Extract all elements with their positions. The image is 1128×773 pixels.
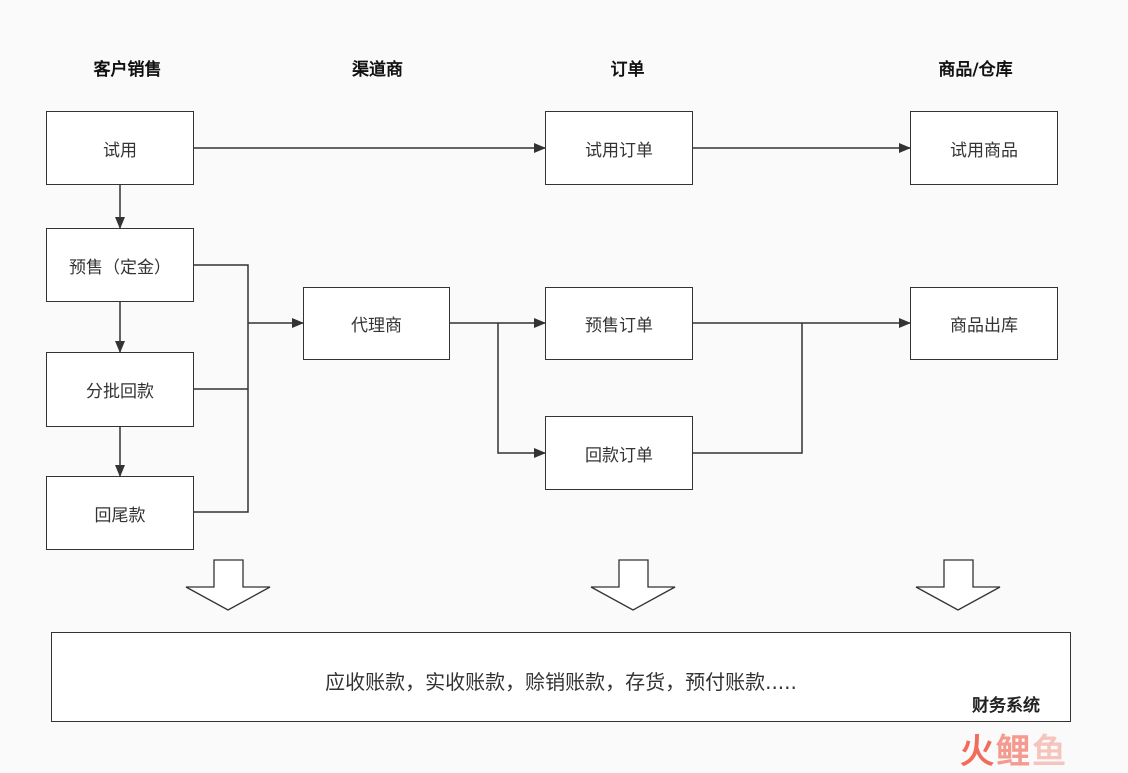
arrow-agent-to-payment-order (497, 323, 546, 458)
finance-system-label: 财务系统 (972, 696, 1040, 716)
box-trial: 试用 (46, 111, 194, 185)
column-header-customer-sales: 客户销售 (93, 60, 162, 80)
box-presale-order: 预售订单 (545, 287, 693, 360)
down-arrow-middle (590, 559, 676, 611)
column-header-channel: 渠道商 (352, 60, 403, 80)
down-arrow-right (915, 559, 1001, 611)
box-presale-deposit: 预售（定金） (46, 228, 194, 302)
box-payment-order: 回款订单 (545, 416, 693, 490)
finance-accounts-text: 应收账款，实收账款，赊销账款，存货，预付账款..... (325, 670, 797, 694)
box-installment-payment: 分批回款 (46, 352, 194, 427)
watermark-char-3: 鱼 (1032, 732, 1068, 772)
watermark-char-2: 鲤 (996, 732, 1032, 772)
box-final-payment: 回尾款 (46, 476, 194, 550)
watermark-char-1: 火 (960, 732, 996, 772)
box-agent: 代理商 (303, 287, 450, 360)
box-goods-outbound: 商品出库 (910, 287, 1058, 360)
watermark-logo: 火鲤鱼 (960, 724, 1068, 773)
connector-payment-order-to-outbound (693, 323, 803, 454)
column-header-order: 订单 (610, 60, 645, 80)
down-arrow-left (185, 559, 271, 611)
box-trial-goods: 试用商品 (910, 111, 1058, 185)
column-header-goods-warehouse: 商品/仓库 (938, 60, 1013, 80)
box-trial-order: 试用订单 (545, 111, 693, 185)
finance-system-box: 应收账款，实收账款，赊销账款，存货，预付账款..... 财务系统 (51, 632, 1071, 722)
